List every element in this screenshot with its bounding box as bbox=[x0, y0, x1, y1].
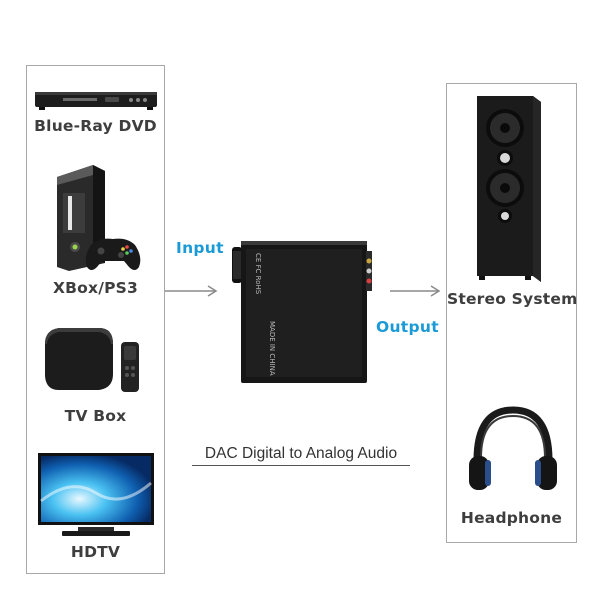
output-label: Output bbox=[376, 318, 439, 336]
source-label-hdtv: HDTV bbox=[70, 543, 121, 561]
input-label: Input bbox=[176, 239, 224, 257]
bluray-player-icon bbox=[35, 92, 157, 110]
source-label-tvbox: TV Box bbox=[64, 407, 127, 425]
output-arrow bbox=[390, 285, 441, 297]
tv-box-icon bbox=[45, 328, 139, 392]
dac-marking-made: MADE IN CHINA bbox=[268, 321, 276, 376]
hdtv-icon bbox=[38, 453, 154, 536]
game-console-icon bbox=[57, 165, 141, 271]
caption: DAC Digital to Analog Audio bbox=[192, 445, 410, 466]
dac-device-icon bbox=[232, 241, 372, 383]
headphone-icon bbox=[469, 406, 557, 490]
dac-marking-ce: CE FC RoHS bbox=[254, 253, 262, 295]
input-arrow bbox=[165, 285, 218, 297]
source-label-bluray: Blue-Ray DVD bbox=[34, 117, 157, 135]
source-label-xbox: XBox/PS3 bbox=[53, 279, 138, 297]
speaker-icon bbox=[477, 96, 541, 282]
dac-converter: CE FC RoHS MADE IN CHINA bbox=[232, 237, 382, 387]
output-label-stereo: Stereo System bbox=[447, 290, 578, 308]
output-devices-panel: Stereo System Headphone bbox=[446, 83, 577, 543]
output-label-headphone: Headphone bbox=[460, 509, 563, 527]
source-devices-panel: Blue-Ray DVD XBox/PS3 TV Box bbox=[26, 65, 165, 574]
